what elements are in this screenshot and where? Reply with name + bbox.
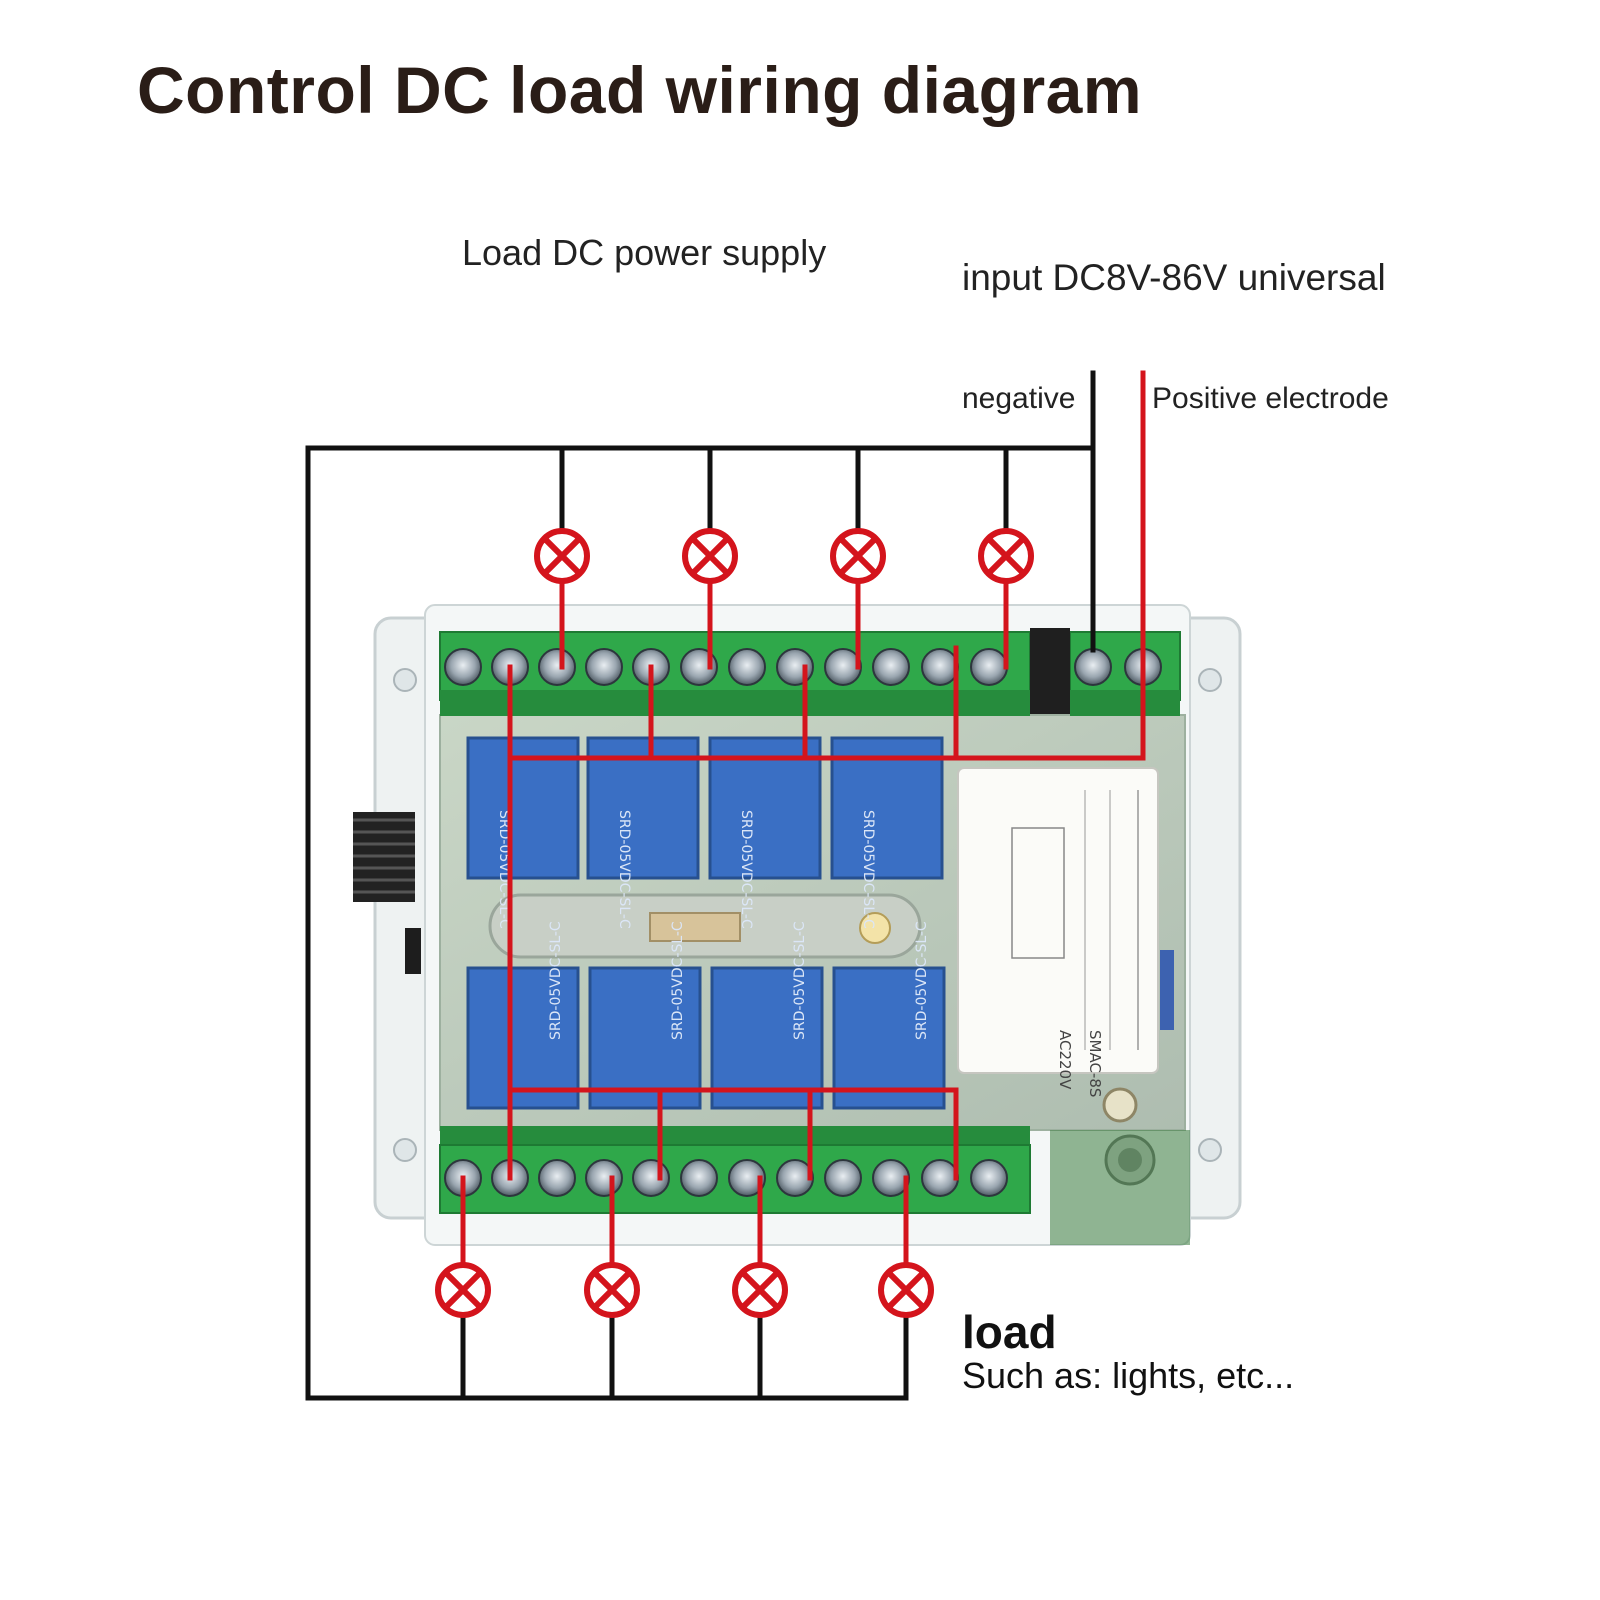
relay [588, 966, 702, 1110]
lamp-x-icon [534, 528, 590, 584]
svg-text:SRD-05VDC-SL-C: SRD-05VDC-SL-C [914, 921, 930, 1040]
lamp-x-icon [682, 528, 738, 584]
input-range-label: input DC8V-86V universal [962, 257, 1386, 298]
screw-terminal [444, 648, 482, 686]
positive-label: Positive electrode [1152, 382, 1389, 415]
relays-top-row: SRD-05VDC-SL-C SRD-05VDC-SL-C SRD-05VDC-… [466, 736, 944, 929]
screw-terminal [538, 1159, 576, 1197]
svg-text:SRD-05VDC-SL-C: SRD-05VDC-SL-C [616, 810, 632, 929]
screw-terminal [585, 648, 623, 686]
relay [586, 736, 700, 880]
screw-terminal [538, 648, 576, 686]
relay [466, 736, 580, 880]
terminal-block-bottom [439, 1126, 1031, 1214]
load-title: load [962, 1306, 1057, 1358]
screw-terminal [728, 1159, 766, 1197]
mount-hole [393, 668, 417, 692]
relay-module: SRD-05VDC-SL-C SRD-05VDC-SL-C SRD-05VDC-… [353, 604, 1242, 1246]
relay [832, 966, 946, 1110]
mount-hole [1198, 1138, 1222, 1162]
relay [466, 966, 580, 1110]
svg-text:SRD-05VDC-SL-C: SRD-05VDC-SL-C [860, 810, 876, 929]
lamp-x-icon [878, 1262, 934, 1318]
relay [830, 736, 944, 880]
lamp-x-icon [978, 528, 1034, 584]
screw-terminal [921, 1159, 959, 1197]
lamp-x-icon [584, 1262, 640, 1318]
lamp-x-icon [830, 528, 886, 584]
lamp-x-icon [435, 1262, 491, 1318]
screw-terminal [872, 648, 910, 686]
screw-terminal [824, 1159, 862, 1197]
model-text: SMAC-8S [1086, 1030, 1104, 1097]
svg-text:SRD-05VDC-SL-C: SRD-05VDC-SL-C [548, 921, 564, 1040]
terminal-block-top [439, 628, 1181, 716]
svg-text:SRD-05VDC-SL-C: SRD-05VDC-SL-C [738, 810, 754, 929]
relay [708, 736, 822, 880]
screw-terminal [776, 648, 814, 686]
relay [710, 966, 824, 1110]
screw-terminal [824, 648, 862, 686]
positive-wires [460, 370, 1146, 1265]
screw-terminal-negative [1074, 648, 1112, 686]
negative-label: negative [962, 382, 1076, 415]
mount-hole [1198, 668, 1222, 692]
screw-terminal [970, 648, 1008, 686]
screw-terminal [585, 1159, 623, 1197]
diagram-title: Control DC load wiring diagram [137, 53, 1143, 127]
load-supply-label: Load DC power supply [462, 232, 827, 273]
screw-terminal [728, 648, 766, 686]
lamp-x-icon [732, 1262, 788, 1318]
load-subtitle: Such as: lights, etc... [962, 1355, 1295, 1396]
antenna-icon [353, 812, 415, 902]
svg-text:SRD-05VDC-SL-C: SRD-05VDC-SL-C [792, 921, 808, 1040]
relays-bottom-row: SRD-05VDC-SL-C SRD-05VDC-SL-C SRD-05VDC-… [466, 921, 946, 1110]
screw-terminal [680, 1159, 718, 1197]
screw-terminal [872, 1159, 910, 1197]
negative-wires [305, 370, 1096, 1401]
screw-terminal [776, 1159, 814, 1197]
mount-hole [393, 1138, 417, 1162]
module-info-label: SMAC-8S AC220V [957, 767, 1159, 1097]
screw-terminal [921, 648, 959, 686]
svg-text:SRD-05VDC-SL-C: SRD-05VDC-SL-C [670, 921, 686, 1040]
pcb-corner [1050, 1130, 1190, 1245]
screw-terminal [632, 1159, 670, 1197]
screw-terminal [970, 1159, 1008, 1197]
voltage-text: AC220V [1056, 1030, 1074, 1090]
